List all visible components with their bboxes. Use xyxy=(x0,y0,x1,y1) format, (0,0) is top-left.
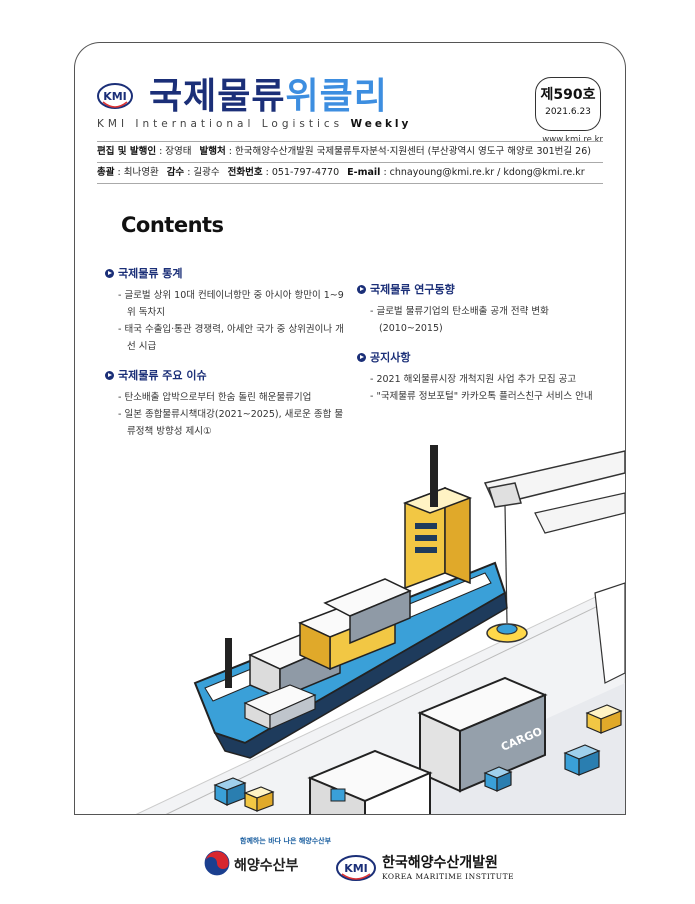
page-bottom-border xyxy=(75,813,625,815)
contents-heading: Contents xyxy=(121,213,224,237)
arrow-bullet-icon xyxy=(357,353,366,362)
list-item[interactable]: - "국제물류 정보포털" 카카오톡 플러스친구 서비스 안내 xyxy=(370,391,593,402)
site-url[interactable]: www.kmi.re.kr xyxy=(542,135,603,145)
section-logistics-statistics: 국제물류 통계 - 글로벌 상위 10대 컨테이너항만 중 아시아 항만이 1~… xyxy=(105,265,345,355)
footer: 함께하는 바다 나은 해양수산부 해양수산부 KMI 한국해양수산개발원 KOR… xyxy=(0,826,695,896)
korea-taegeuk-logo-icon xyxy=(204,850,230,876)
section-heading-text: 국제물류 주요 이슈 xyxy=(118,369,207,382)
arrow-bullet-icon xyxy=(105,371,114,380)
masthead: KMI 국제물류위클리 KMI International Logistics … xyxy=(97,67,603,167)
arrow-bullet-icon xyxy=(105,269,114,278)
section-heading-text: 국제물류 연구동향 xyxy=(370,283,455,296)
editor-value: : 장영태 xyxy=(156,146,192,157)
list-item[interactable]: - 글로벌 상위 10대 컨테이너항만 중 아시아 항만이 1~9위 독차지 xyxy=(118,290,344,318)
section-heading[interactable]: 국제물류 연구동향 xyxy=(357,281,597,297)
section-research-trends: 국제물류 연구동향 - 글로벌 물류기업의 탄소배출 공개 전략 변화 (201… xyxy=(357,281,597,337)
list-item[interactable]: - 글로벌 물류기업의 탄소배출 공개 전략 변화 (2010~2015) xyxy=(370,306,549,334)
kmi-logo-icon: KMI xyxy=(336,855,376,881)
kmi-logo-icon: KMI xyxy=(97,83,133,109)
port-illustration: TRANSPORT xyxy=(134,445,625,815)
publisher-value: : 한국해양수산개발원 국제물류투자분석·지원센터 (부산광역시 영도구 해양로… xyxy=(225,146,591,157)
contents-left-column: 국제물류 통계 - 글로벌 상위 10대 컨테이너항만 중 아시아 항만이 1~… xyxy=(105,265,345,452)
cargo-ship-icon: TRANSPORT xyxy=(193,445,508,759)
arrow-bullet-icon xyxy=(357,285,366,294)
phone-value: : 051-797-4770 xyxy=(262,167,340,178)
cargo-container-icon: CARGO xyxy=(417,676,548,793)
email-value[interactable]: : chnayoung@kmi.re.kr / kdong@kmi.re.kr xyxy=(380,167,585,178)
mof-slogan: 함께하는 바다 나은 해양수산부 xyxy=(240,837,332,845)
open-container-icon xyxy=(307,749,433,815)
publisher-info: 편집 및 발행인 : 장영태 발행처 : 한국해양수산개발원 국제물류투자분석·지… xyxy=(97,141,603,184)
list-item[interactable]: - 탄소배출 압박으로부터 한숨 돌린 해운물류기업 xyxy=(118,392,312,403)
chief-label: 총괄 xyxy=(97,167,115,178)
section-heading-text: 공지사항 xyxy=(370,351,411,364)
section-heading[interactable]: 국제물류 통계 xyxy=(105,265,345,281)
list-item[interactable]: - 2021 해외물류시장 개척지원 사업 추가 모집 공고 xyxy=(370,374,577,385)
title-part1: 국제물류 xyxy=(149,76,286,117)
newsletter-title: 국제물류위클리 xyxy=(149,67,388,119)
section-heading[interactable]: 공지사항 xyxy=(357,349,597,365)
kmi-logo-text: KMI xyxy=(103,90,127,103)
supervisor-value: : 길광수 xyxy=(184,167,220,178)
section-key-issues: 국제물류 주요 이슈 - 탄소배출 압박으로부터 한숨 돌린 해운물류기업 - … xyxy=(105,367,345,440)
publisher-label: 발행처 xyxy=(199,146,226,157)
cargo-box-icon xyxy=(213,704,623,812)
contents-right-column: 국제물류 연구동향 - 글로벌 물류기업의 탄소배출 공개 전략 변화 (201… xyxy=(357,281,597,417)
issue-number: 제590호 xyxy=(540,87,596,103)
subtitle-bold: Weekly xyxy=(350,118,412,130)
crane-icon xyxy=(483,450,625,684)
kmi-logo-text: KMI xyxy=(344,862,368,875)
phone-label: 전화번호 xyxy=(227,167,263,178)
kmi-name-korean: 한국해양수산개발원 xyxy=(382,855,498,871)
editor-label: 편집 및 발행인 xyxy=(97,146,157,157)
issue-badge: 제590호 2021.6.23 xyxy=(535,77,601,131)
email-label: E-mail xyxy=(347,167,381,178)
issue-date: 2021.6.23 xyxy=(545,107,591,117)
section-heading[interactable]: 국제물류 주요 이슈 xyxy=(105,367,345,383)
kmi-name-english: KOREA MARITIME INSTITUTE xyxy=(382,872,515,881)
chief-value: : 최나영환 xyxy=(114,167,159,178)
section-heading-text: 국제물류 통계 xyxy=(118,267,183,280)
subtitle-text: KMI International Logistics xyxy=(97,118,344,130)
mof-name: 해양수산부 xyxy=(234,858,299,874)
list-item[interactable]: - 일본 종합물류시책대강(2021~2025), 새로운 종합 물류정책 방향… xyxy=(118,409,344,437)
publisher-line-2: 총괄 : 최나영환 감수 : 길광수 전화번호 : 051-797-4770 E-ma… xyxy=(97,163,603,184)
cover-page: KMI 국제물류위클리 KMI International Logistics … xyxy=(74,42,626,815)
publisher-line-1: 편집 및 발행인 : 장영태 발행처 : 한국해양수산개발원 국제물류투자분석·지… xyxy=(97,141,603,163)
title-part2: 위클리 xyxy=(285,76,388,117)
section-notices: 공지사항 - 2021 해외물류시장 개척지원 사업 추가 모집 공고 - "국… xyxy=(357,349,597,405)
list-item[interactable]: - 태국 수출입·통관 경쟁력, 아세안 국가 중 상위권이나 개선 시급 xyxy=(118,324,344,352)
supervisor-label: 감수 xyxy=(166,167,185,178)
newsletter-subtitle: KMI International Logistics Weekly xyxy=(97,118,411,130)
